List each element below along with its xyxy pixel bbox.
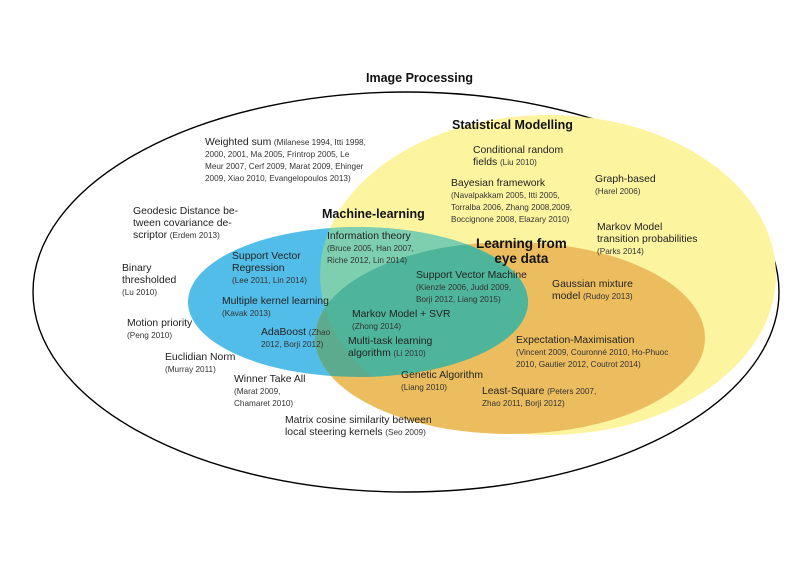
label-adaboost-cite-1: (Zhao (308, 328, 331, 337)
label-svm-main: Support Vector Machine (416, 270, 527, 281)
label-weighted-sum-cite-1: (Milanese 1994, Itti 1998, (273, 138, 366, 147)
label-svr-line2: Regression (232, 263, 285, 274)
label-markov-svr: Markov Model + SVR (Zhong 2014) (352, 309, 450, 333)
label-genetic-main: Genetic Algorithm (401, 370, 484, 381)
label-binary-line1: Binary (122, 263, 152, 274)
label-information-theory-cite-2: Riche 2012, Lin 2014) (327, 256, 408, 265)
label-multitask-cite: (Li 2010) (393, 349, 426, 358)
label-crf-cite: (Liu 2010) (499, 158, 537, 167)
label-binary: Binary thresholded (Lu 2010) (122, 263, 176, 299)
label-weighted-sum-cite-4: 2009, Xiao 2010, Evangelopoulos 2013) (205, 174, 351, 183)
label-genetic-cite: (Liang 2010) (401, 383, 447, 392)
label-winner-cite-1: (Marat 2009, (234, 387, 281, 396)
label-markov-transition-cite: (Parks 2014) (597, 247, 644, 256)
label-genetic: Genetic Algorithm (Liang 2010) (401, 370, 483, 394)
label-matrix: Matrix cosine similarity between local s… (285, 415, 432, 439)
label-motion-cite: (Peng 2010) (127, 331, 173, 340)
overlap-all-three (320, 242, 528, 377)
label-least-square: Least-Square (Peters 2007, Zhao 2011, Bo… (482, 386, 596, 410)
label-geodesic: Geodesic Distance be- tween covariance d… (133, 206, 238, 242)
label-graph-based-main: Graph-based (595, 174, 656, 185)
label-geodesic-line3: scriptor (133, 230, 168, 241)
label-adaboost-main: AdaBoost (261, 327, 307, 338)
label-bayesian-main: Bayesian framework (451, 178, 546, 189)
label-adaboost-cite-2: 2012, Borji 2012) (261, 340, 324, 349)
label-least-square-cite-2: Zhao 2011, Borji 2012) (482, 399, 565, 408)
label-crf-line1: Conditional random (473, 145, 564, 156)
image-processing-title: Image Processing (366, 71, 473, 85)
label-binary-cite: (Lu 2010) (122, 288, 158, 297)
learning-from-eye-data-title: Learning from eye data (476, 236, 567, 266)
label-euclidian: Euclidian Norm (Murray 2011) (165, 352, 235, 376)
label-matrix-line2: local steering kernels (285, 427, 383, 438)
label-markov-svr-cite: (Zhong 2014) (352, 322, 402, 331)
statistical-modelling-title: Statistical Modelling (452, 118, 573, 132)
label-geodesic-cite: (Erdem 2013) (169, 231, 220, 240)
label-multitask-line1: Multi-task learning (348, 336, 433, 347)
label-motion: Motion priority (Peng 2010) (127, 318, 192, 342)
label-markov-svr-main: Markov Model + SVR (352, 309, 451, 320)
label-svr: Support Vector Regression (Lee 2011, Lin… (232, 251, 307, 287)
label-weighted-sum-main: Weighted sum (205, 137, 272, 148)
label-matrix-cite: (Seo 2009) (385, 428, 426, 437)
label-crf: Conditional random fields (Liu 2010) (473, 145, 563, 169)
label-em-main: Expectation-Maximisation (516, 335, 635, 346)
label-svm: Support Vector Machine (Kienzle 2006, Ju… (416, 270, 527, 306)
label-markov-transition-line1: Markov Model (597, 222, 663, 233)
label-matrix-line1: Matrix cosine similarity between (285, 415, 432, 426)
label-information-theory-cite-1: (Bruce 2005, Han 2007, (327, 244, 414, 253)
label-gmm-line1: Gaussian mixture (552, 279, 633, 290)
label-information-theory: Information theory (Bruce 2005, Han 2007… (327, 231, 414, 267)
label-motion-main: Motion priority (127, 318, 193, 329)
label-bayesian-cite-1: (Navalpakkam 2005, Itti 2005, (451, 191, 560, 200)
label-weighted-sum-cite-2: 2000, 2001, Ma 2005, Frintrop 2005, Le (205, 150, 350, 159)
label-euclidian-main: Euclidian Norm (165, 352, 236, 363)
label-mkl-cite: (Kavak 2013) (222, 309, 271, 318)
label-gmm-line2: model (552, 291, 581, 302)
label-svm-cite-2: Borji 2012, Liang 2015) (416, 295, 501, 304)
label-geodesic-line2: tween covariance de- (133, 218, 232, 229)
label-gmm: Gaussian mixture model (Rudoy 2013) (552, 279, 633, 303)
label-bayesian: Bayesian framework (Navalpakkam 2005, It… (451, 178, 572, 226)
label-geodesic-line1: Geodesic Distance be- (133, 206, 239, 217)
label-winner-cite-2: Chamaret 2010) (234, 399, 294, 408)
label-svm-cite-1: (Kienzle 2006, Judd 2009, (416, 283, 512, 292)
label-crf-line2: fields (473, 157, 498, 168)
label-multitask-line2: algorithm (348, 348, 391, 359)
label-multitask: Multi-task learning algorithm (Li 2010) (348, 336, 432, 360)
label-least-square-cite-1: (Peters 2007, (547, 387, 597, 396)
label-adaboost: AdaBoost (Zhao 2012, Borji 2012) (261, 327, 330, 351)
learning-title-line2: eye data (494, 251, 549, 266)
label-svr-line1: Support Vector (232, 251, 301, 262)
label-bayesian-cite-3: Boccignone 2008, Elazary 2010) (451, 215, 570, 224)
label-graph-based-cite: (Harel 2006) (595, 187, 641, 196)
label-bayesian-cite-2: Torralba 2006, Zhang 2008,2009, (451, 203, 573, 212)
label-mkl-main: Multiple kernel learning (222, 296, 329, 307)
label-em: Expectation-Maximisation (Vincent 2009, … (516, 335, 668, 371)
label-gmm-cite: (Rudoy 2013) (582, 292, 633, 301)
machine-learning-title: Machine-learning (322, 207, 425, 221)
label-graph-based: Graph-based (Harel 2006) (595, 174, 656, 198)
label-markov-transition-line2: transition probabilities (597, 234, 698, 245)
label-weighted-sum-cite-3: Meur 2007, Cerf 2009, Marat 2009, Ehinge… (205, 162, 364, 171)
label-em-cite-1: (Vincent 2009, Couronné 2010, Ho-Phuoc (516, 348, 669, 357)
label-markov-transition: Markov Model transition probabilities (P… (597, 222, 698, 258)
label-winner-main: Winner Take All (234, 374, 306, 385)
label-least-square-main: Least-Square (482, 386, 545, 397)
label-mkl: Multiple kernel learning (Kavak 2013) (222, 296, 329, 320)
label-weighted-sum: Weighted sum (Milanese 1994, Itti 1998, … (205, 137, 366, 185)
label-euclidian-cite: (Murray 2011) (165, 365, 216, 374)
label-em-cite-2: 2010, Gautier 2012, Coutrot 2014) (516, 360, 641, 369)
label-winner: Winner Take All (Marat 2009, Chamaret 20… (234, 374, 305, 410)
learning-title-line1: Learning from (476, 236, 567, 251)
label-binary-line2: thresholded (122, 275, 177, 286)
label-information-theory-main: Information theory (327, 231, 411, 242)
label-svr-cite: (Lee 2011, Lin 2014) (232, 276, 307, 285)
